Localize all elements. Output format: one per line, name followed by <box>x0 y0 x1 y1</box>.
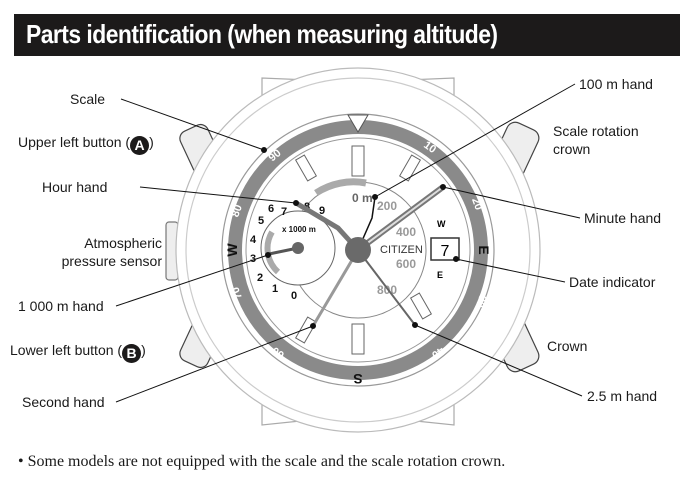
bezel-number: 30 <box>473 293 488 309</box>
subdial-number: 5 <box>258 215 264 227</box>
compass-s: S <box>353 371 362 387</box>
subdial-number: 7 <box>281 206 287 218</box>
label-scale: Scale <box>70 91 106 107</box>
alt-zero: 0 m <box>352 191 373 205</box>
label-lower-left-button: Lower left button (B) <box>10 341 146 363</box>
small-e: E <box>437 270 443 280</box>
bezel-number: 20 <box>469 196 484 212</box>
label-second-hand: Second hand <box>22 394 105 410</box>
label-scale-rotation-crown: Scale rotation crown <box>553 122 639 158</box>
compass-w: W <box>224 243 240 257</box>
label-1000m-hand: 1 000 m hand <box>18 298 104 314</box>
label-upper-left-button: Upper left button (A) <box>18 133 154 155</box>
label-text: Scale rotation <box>553 123 639 139</box>
label-minute-hand: Minute hand <box>584 210 662 226</box>
label-text: Lower left button ( <box>10 342 123 358</box>
second-hand <box>311 249 360 327</box>
label-date-indicator: Date indicator <box>569 274 656 290</box>
bezel-number: 80 <box>229 203 244 219</box>
subdial-number: 4 <box>250 234 257 246</box>
label-text: crown <box>553 141 591 157</box>
date-value: 7 <box>441 243 450 260</box>
subdial-number: 2 <box>257 272 263 284</box>
button-b-badge: B <box>122 344 142 363</box>
brand-logo: CITIZEN <box>380 244 423 256</box>
label-text: Upper left button ( <box>18 134 131 150</box>
bezel-number: 60 <box>270 344 287 361</box>
page-title: Parts identification (when measuring alt… <box>26 19 498 49</box>
subdial-number: 9 <box>319 205 325 217</box>
label-hour-hand: Hour hand <box>42 179 108 195</box>
subdial-number: 0 <box>291 290 297 302</box>
small-w: W <box>437 219 446 229</box>
two-five-m-hand <box>357 249 416 326</box>
label-text: Atmospheric <box>84 235 162 251</box>
bezel-triangle <box>347 114 369 133</box>
footnote: • Some models are not equipped with the … <box>18 453 506 470</box>
alt-mark: 400 <box>396 225 416 239</box>
label-text: ) <box>141 342 146 358</box>
label-text: pressure sensor <box>61 253 162 269</box>
subdial-number: 3 <box>250 253 256 265</box>
alt-mark: 600 <box>396 257 416 271</box>
compass-e: E <box>476 245 492 254</box>
bezel-number: 70 <box>229 285 244 301</box>
label-pressure-sensor: Atmospheric pressure sensor <box>62 234 162 270</box>
multiplier-label: x 1000 m <box>282 225 316 234</box>
label-2-5m-hand: 2.5 m hand <box>587 388 658 404</box>
subdial-number: 6 <box>268 203 274 215</box>
bezel-number: 40 <box>429 344 446 361</box>
alt-mark: 200 <box>377 199 397 213</box>
label-text: ) <box>149 134 154 150</box>
bezel-number: 10 <box>421 139 438 156</box>
hand-center <box>345 237 371 263</box>
date-window <box>430 237 460 261</box>
subdial-number: 1 <box>272 283 278 295</box>
button-a-badge: A <box>130 136 150 155</box>
label-crown: Crown <box>547 338 588 354</box>
label-100m-hand: 100 m hand <box>579 76 653 92</box>
section-header: Parts identification (when measuring alt… <box>14 14 680 56</box>
